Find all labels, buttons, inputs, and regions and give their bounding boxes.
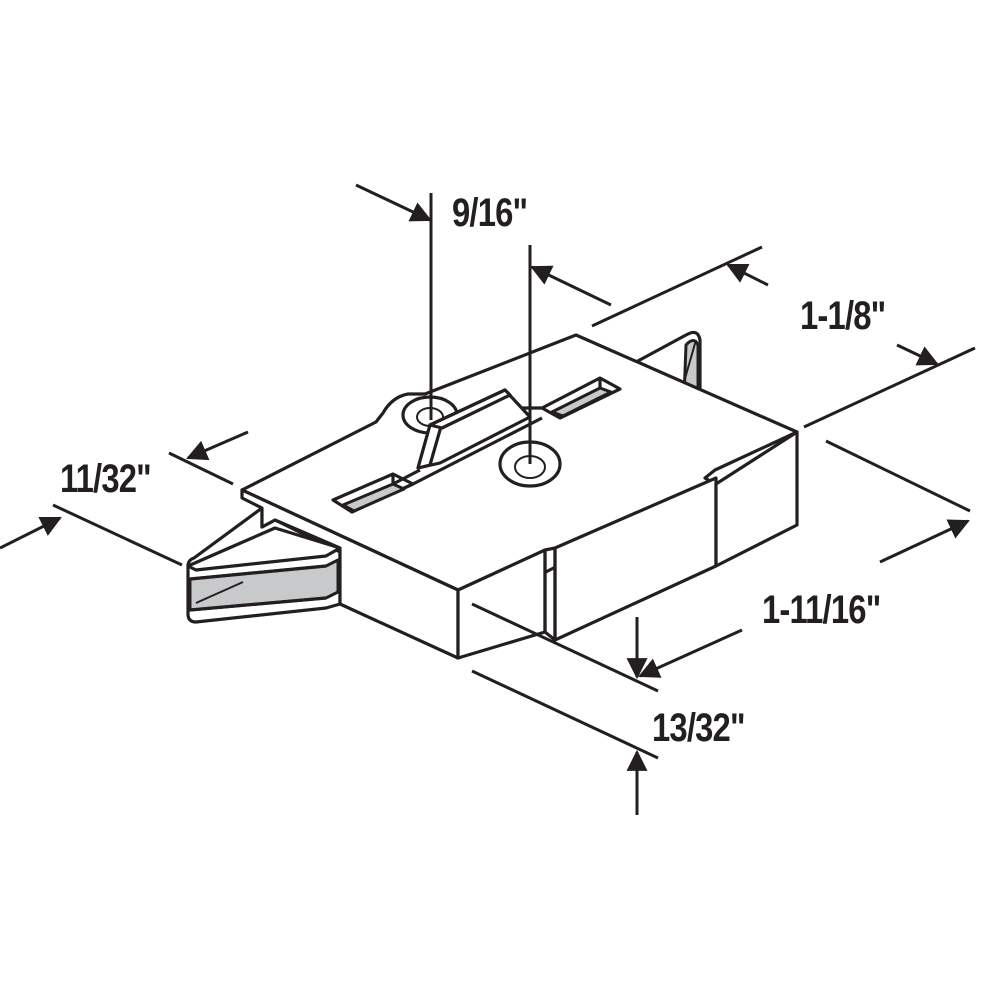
label-body-width: 1-1/8" bbox=[800, 294, 886, 338]
dimension-hook-projection bbox=[0, 430, 249, 567]
thumb-slide bbox=[416, 388, 532, 470]
label-body-length: 1-11/16" bbox=[762, 588, 881, 632]
dimension-hole-spacing bbox=[355, 183, 612, 464]
label-body-height: 13/32" bbox=[652, 706, 746, 750]
channel-line bbox=[412, 416, 543, 486]
latch-hook-front bbox=[186, 506, 342, 624]
dimension-body-height bbox=[471, 617, 659, 815]
label-hook-projection: 11/32" bbox=[60, 457, 152, 501]
label-hole-spacing: 9/16" bbox=[452, 191, 528, 235]
channel-line bbox=[392, 468, 421, 486]
dimension-body-width bbox=[591, 245, 976, 429]
slot-right bbox=[540, 376, 622, 420]
